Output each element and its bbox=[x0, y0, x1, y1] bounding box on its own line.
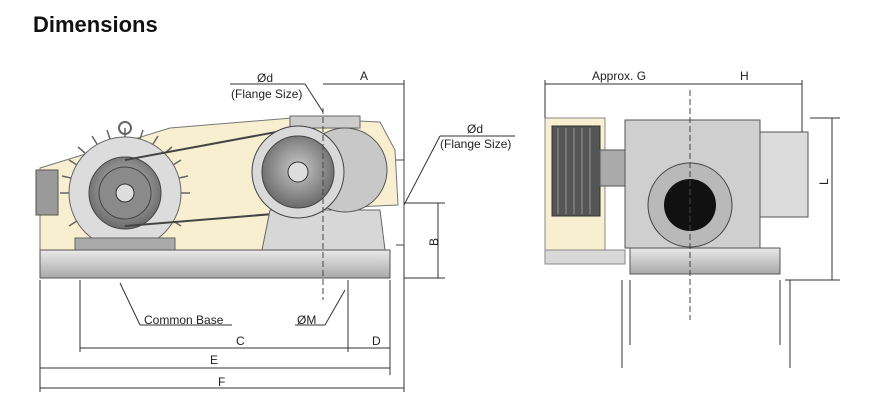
dim-f-label: F bbox=[218, 375, 225, 389]
front-dimensions bbox=[544, 80, 840, 368]
dim-e-label: E bbox=[210, 353, 218, 367]
flange-size-label-right: (Flange Size) bbox=[440, 137, 511, 151]
flange-d-label: Ød bbox=[257, 71, 273, 85]
flange-callout-right bbox=[403, 135, 515, 206]
side-dimensions bbox=[39, 80, 445, 392]
blower-side bbox=[251, 115, 405, 251]
dim-c-label: C bbox=[236, 334, 245, 348]
dim-m-label: ØM bbox=[297, 313, 316, 327]
dim-a-label: A bbox=[360, 69, 368, 83]
front-view bbox=[544, 90, 809, 320]
dim-d-label: D bbox=[372, 334, 381, 348]
page-title: Dimensions bbox=[33, 12, 158, 37]
approx-g-label: Approx. G bbox=[592, 69, 646, 83]
common-base bbox=[39, 249, 391, 279]
side-view bbox=[35, 108, 405, 300]
common-base-label: Common Base bbox=[144, 313, 224, 327]
dim-h-label: H bbox=[740, 69, 749, 83]
motor bbox=[35, 121, 190, 251]
dim-l-label: L bbox=[817, 178, 831, 185]
flange-size-label: (Flange Size) bbox=[231, 87, 302, 101]
dim-b-label: B bbox=[427, 238, 441, 246]
flange-d-label-right: Ød bbox=[467, 122, 483, 136]
